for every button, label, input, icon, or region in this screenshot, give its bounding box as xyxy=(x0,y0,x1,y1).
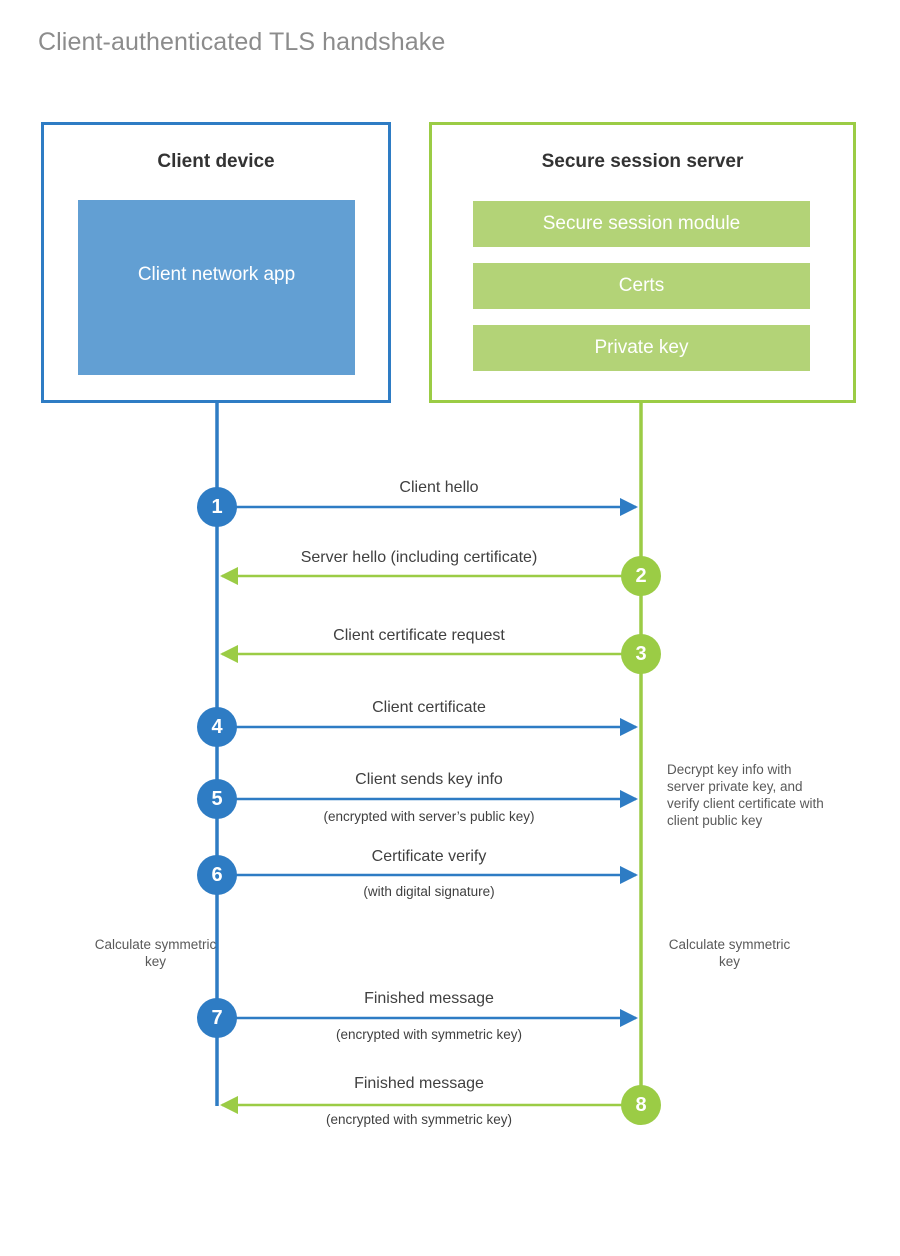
step-sublabel-6: (with digital signature) xyxy=(363,884,495,899)
step-label-6: Certificate verify xyxy=(371,848,487,865)
client-device-title: Client device xyxy=(157,151,275,172)
client-device-box: Client device Client network app xyxy=(41,122,391,403)
step-label-8: Finished message xyxy=(354,1075,484,1092)
note-client-calculate-symmetric-key: Calculate symmetric key xyxy=(94,937,217,969)
step-sublabel-7: (encrypted with symmetric key) xyxy=(335,1027,523,1042)
secure-session-server-box: Secure session server Secure session mod… xyxy=(429,122,856,403)
step-label-7: Finished message xyxy=(364,990,494,1007)
step-label-1: Client hello xyxy=(399,479,479,496)
server-block-private-key: Private key xyxy=(473,325,810,371)
step-label-2: Server hello (including certificate) xyxy=(300,549,538,566)
server-block-certs: Certs xyxy=(473,263,810,309)
server-block-secure-session-module: Secure session module xyxy=(473,201,810,247)
step-label-3: Client certificate request xyxy=(333,627,505,644)
step-marker-4[interactable]: 4 xyxy=(197,707,237,747)
step-marker-2[interactable]: 2 xyxy=(621,556,661,596)
step-marker-1[interactable]: 1 xyxy=(197,487,237,527)
step-sublabel-5: (encrypted with server’s public key) xyxy=(323,809,535,824)
step-marker-7[interactable]: 7 xyxy=(197,998,237,1038)
step-label-5: Client sends key info xyxy=(355,771,503,788)
note-server-calculate-symmetric-key: Calculate symmetric key xyxy=(668,937,791,969)
client-network-app-block: Client network app xyxy=(78,200,355,375)
page-title: Client-authenticated TLS handshake xyxy=(38,28,446,56)
note-server-decrypt: Decrypt key info with server private key… xyxy=(667,762,824,828)
step-marker-6[interactable]: 6 xyxy=(197,855,237,895)
step-marker-5[interactable]: 5 xyxy=(197,779,237,819)
step-marker-8[interactable]: 8 xyxy=(621,1085,661,1125)
secure-session-server-title: Secure session server xyxy=(541,151,744,172)
step-marker-3[interactable]: 3 xyxy=(621,634,661,674)
step-label-4: Client certificate xyxy=(372,699,486,716)
step-sublabel-8: (encrypted with symmetric key) xyxy=(325,1112,513,1127)
